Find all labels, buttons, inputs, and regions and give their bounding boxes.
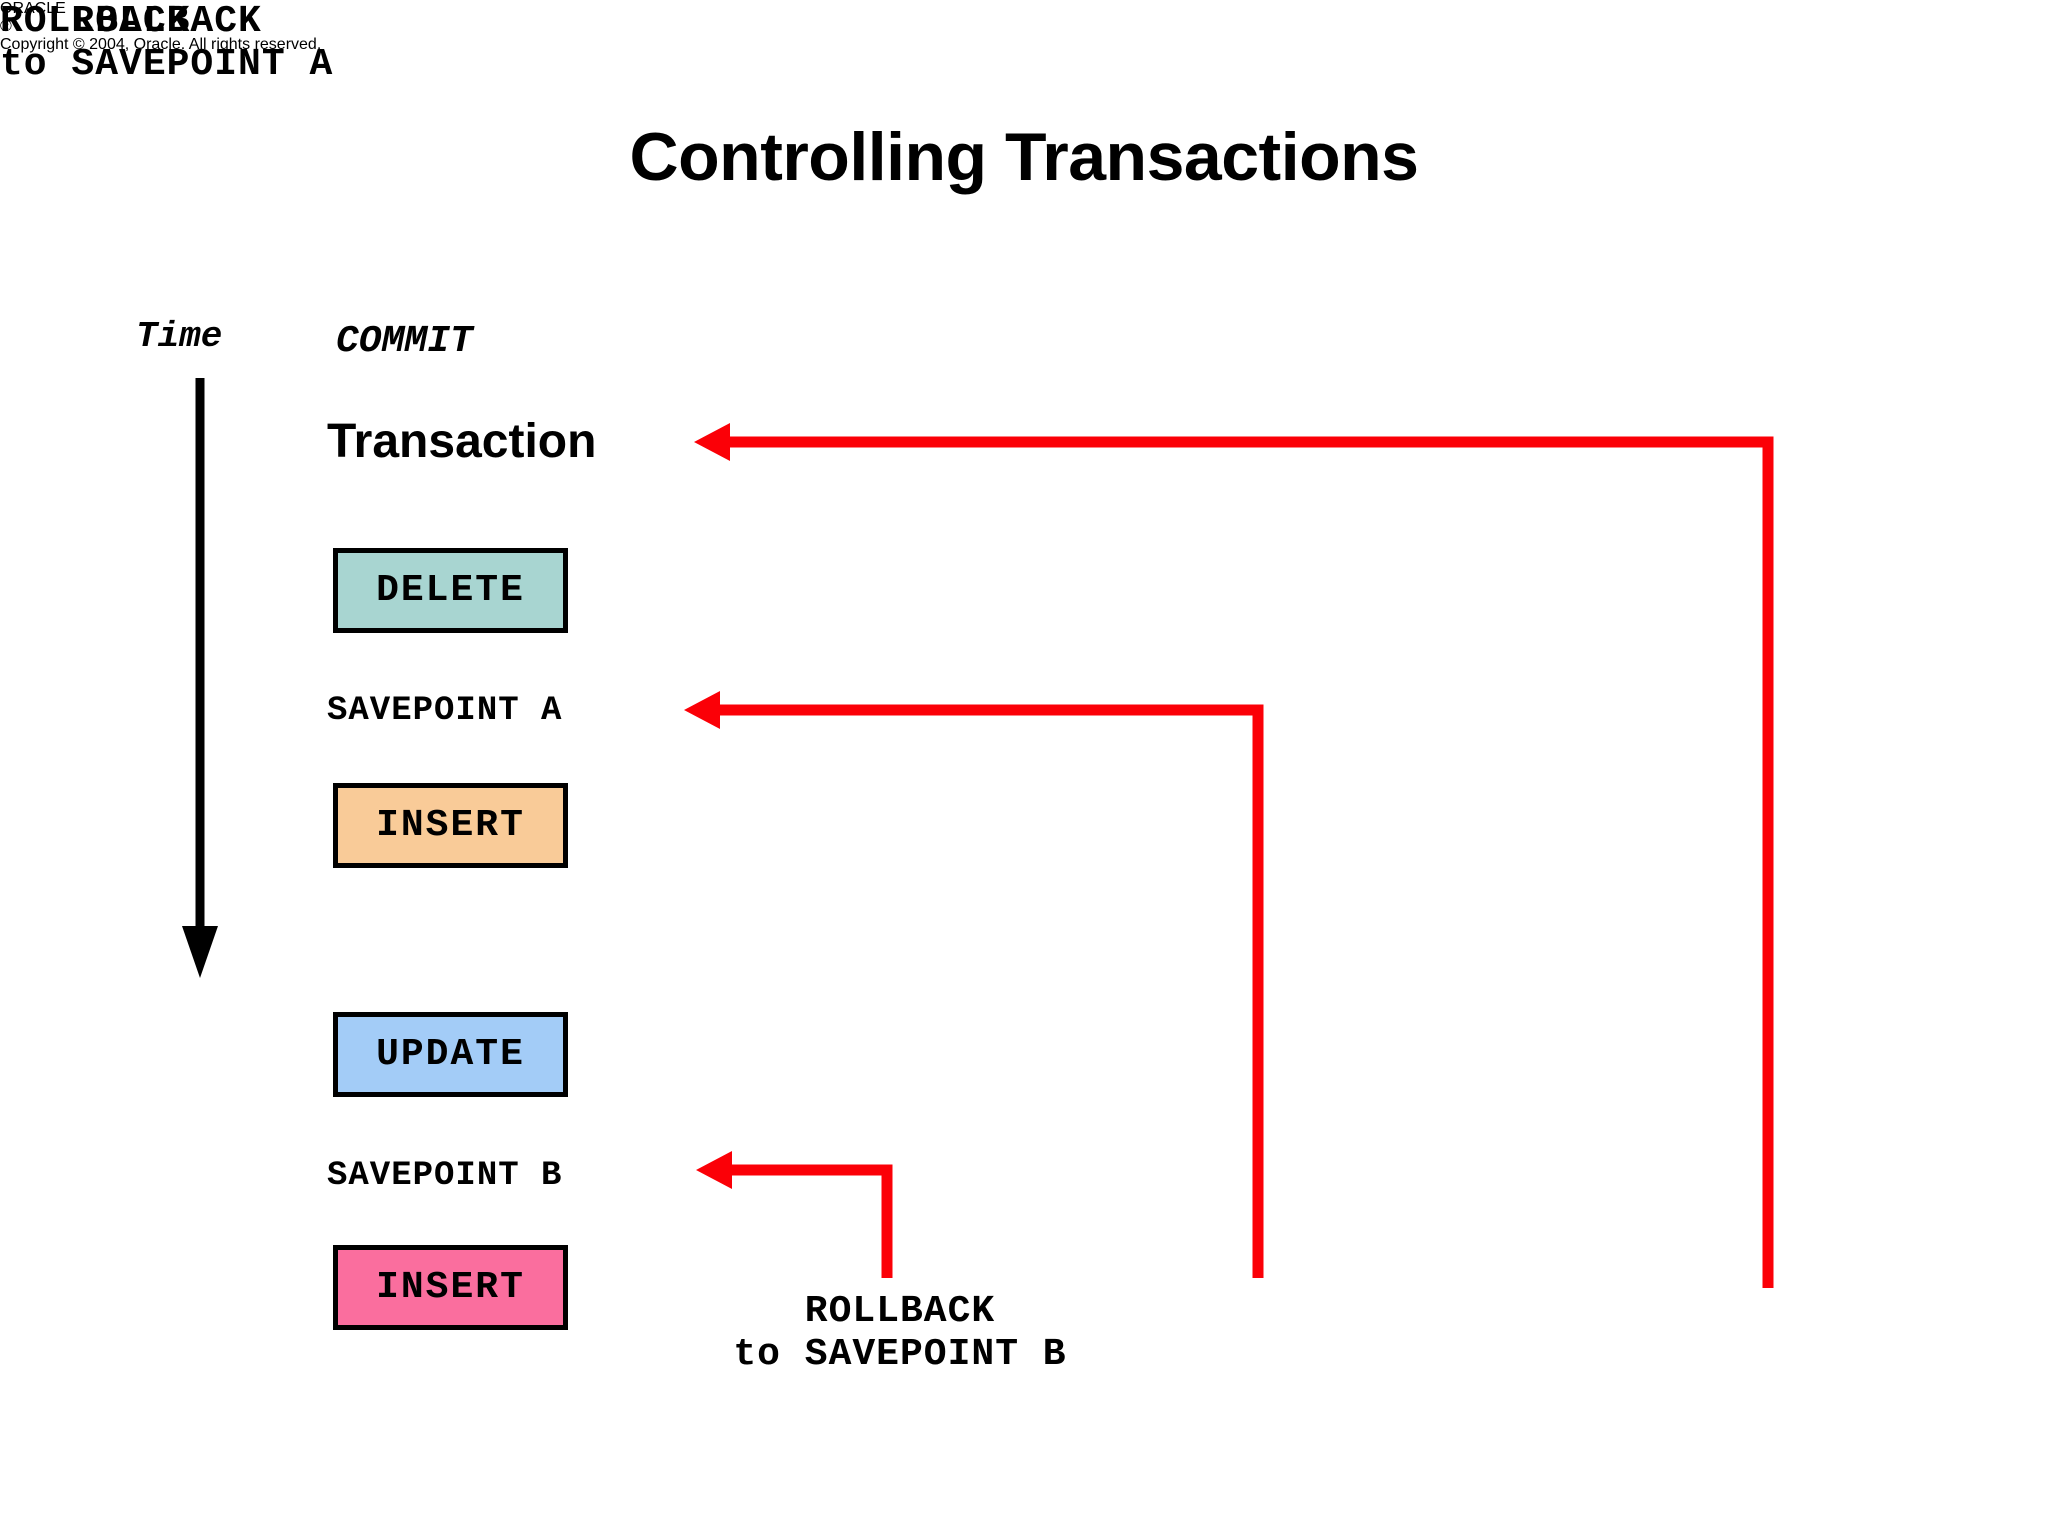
rollback-a-keyword: ROLLBACK	[71, 0, 262, 43]
oracle-logo: ORACLE	[0, 0, 66, 17]
rollback-b-target: to SAVEPOINT B	[733, 1333, 1067, 1376]
statement-box-insert-1: INSERT	[333, 783, 568, 868]
rollback-savepoint-b-arrow-icon	[696, 1151, 893, 1278]
oracle-registered-mark-icon: ®	[0, 18, 12, 35]
statement-box-update: UPDATE	[333, 1012, 568, 1097]
commit-label: COMMIT	[336, 320, 473, 363]
time-axis-label: Time	[136, 316, 223, 357]
rollback-full-keyword: ROLLBACK	[0, 0, 191, 43]
statement-box-insert-2: INSERT	[333, 1245, 568, 1330]
page-title: Controlling Transactions	[629, 119, 1419, 195]
savepoint-a-label: SAVEPOINT A	[327, 692, 563, 730]
footer-bar: ORACLE ®	[0, 0, 2048, 36]
copyright-text: Copyright © 2004, Oracle. All rights res…	[0, 36, 322, 53]
savepoint-b-label: SAVEPOINT B	[327, 1157, 563, 1195]
rollback-savepoint-a-arrow-icon	[684, 691, 1264, 1278]
transaction-label: Transaction	[327, 415, 597, 468]
rollback-a-target: to SAVEPOINT A	[0, 43, 334, 86]
rollback-caption-savepoint-a: ROLLBACK to SAVEPOINT A	[0, 0, 333, 86]
time-axis-arrow-icon	[182, 378, 218, 978]
rollback-caption-full: ROLLBACK	[0, 0, 190, 43]
rollback-full-arrow-icon	[694, 423, 1774, 1288]
rollback-caption-savepoint-b: ROLLBACK to SAVEPOINT B	[690, 1290, 1110, 1376]
rollback-b-keyword: ROLLBACK	[804, 1290, 996, 1333]
statement-box-delete: DELETE	[333, 548, 568, 633]
